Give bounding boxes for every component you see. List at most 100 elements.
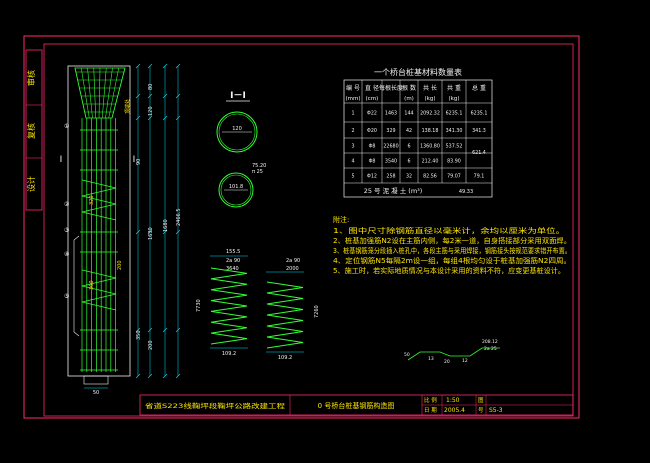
spiral-right: 2a 90 2000 7260 109.2 bbox=[266, 258, 320, 361]
table-cell: 212.40 bbox=[422, 159, 439, 165]
svg-text:12: 12 bbox=[462, 358, 468, 364]
dim-tick bbox=[147, 63, 153, 69]
table-cell: 42 bbox=[406, 128, 412, 134]
table-header-cell: 编 号 bbox=[346, 84, 360, 92]
flare-bar bbox=[108, 67, 120, 119]
note-item: 4、定位钢筋N5每隔2m设一组，每组4根均匀设于桩基加强筋N2四周。 bbox=[333, 256, 571, 265]
table-cell: Φ12 bbox=[367, 174, 377, 180]
svg-text:2000: 2000 bbox=[286, 266, 299, 272]
table-cell: 4 bbox=[351, 159, 354, 165]
dim-label: 90 bbox=[136, 159, 142, 165]
table-cell: 144 bbox=[404, 111, 413, 117]
dim-tick bbox=[135, 327, 141, 333]
scale-value: 1:50 bbox=[446, 397, 460, 404]
inner-dim: 320 bbox=[89, 195, 95, 205]
splice-bracket bbox=[73, 235, 80, 337]
table-header-cell: 总 重 bbox=[472, 84, 486, 92]
vertical-dimension-chain: 80 120 90 1630 1680 350 200 2466.5 bbox=[135, 63, 182, 379]
table-cell: 79.1 bbox=[474, 174, 485, 180]
callout-4: ④ bbox=[64, 251, 69, 258]
table-header-unit: (mm) bbox=[345, 96, 360, 102]
dim-tick bbox=[175, 327, 181, 333]
project-name: 省道S223线鞠坪段鞠坪公路改建工程 bbox=[145, 401, 286, 410]
table-header-unit: (kg) bbox=[425, 96, 436, 102]
table-header-unit: (kg) bbox=[449, 96, 460, 102]
pile-tip-dim-label: 50 bbox=[93, 390, 99, 396]
svg-text:7260: 7260 bbox=[314, 305, 320, 318]
table-header-cell: 共 长 bbox=[423, 84, 437, 92]
flare-bar bbox=[105, 67, 113, 119]
table-header-cell: 根 数 bbox=[402, 84, 416, 92]
flare-bar bbox=[111, 67, 126, 119]
dim-tick bbox=[147, 93, 153, 99]
section-core-inner bbox=[220, 174, 252, 206]
sidebar-label-design: 设计 bbox=[26, 176, 36, 192]
sidebar-strip bbox=[25, 49, 43, 211]
fig-value: S5-3 bbox=[489, 407, 503, 414]
table-cell: 2 bbox=[351, 128, 354, 134]
table-cell: Φ8 bbox=[369, 159, 376, 165]
svg-text:109.2: 109.2 bbox=[222, 351, 236, 357]
callout-5: ⑤ bbox=[64, 293, 69, 300]
dim-tick bbox=[147, 373, 153, 379]
cage-flare-bars bbox=[74, 67, 126, 119]
dim-label: 350 bbox=[136, 330, 142, 340]
section-ring-outer bbox=[216, 111, 258, 153]
fig-label: 图 bbox=[478, 396, 484, 404]
table-cell: 82.56 bbox=[423, 174, 437, 180]
sheet-outer-border bbox=[23, 35, 580, 419]
table-cell: 1 bbox=[351, 111, 354, 117]
table-cell: 22680 bbox=[383, 144, 398, 150]
dim-label: 1630 bbox=[148, 227, 154, 240]
table-cell: 5 bbox=[351, 174, 354, 180]
dim-tick bbox=[162, 327, 168, 333]
section-ring-inner bbox=[218, 113, 256, 151]
spiral-zigzag bbox=[210, 267, 248, 345]
dim-tick bbox=[147, 115, 153, 121]
svg-text:2a 25: 2a 25 bbox=[484, 346, 497, 352]
sidebar-label-review: 审核 bbox=[26, 70, 36, 86]
section-marker-left: I bbox=[60, 155, 63, 165]
table-header-unit: (m) bbox=[404, 96, 414, 102]
scale-label: 比 例 bbox=[424, 396, 437, 404]
svg-text:3640: 3640 bbox=[226, 266, 239, 272]
svg-text:13: 13 bbox=[428, 356, 434, 362]
table-cell: 341.3 bbox=[472, 128, 486, 134]
svg-text:20: 20 bbox=[444, 359, 450, 365]
spiral-left: 155.5 2a 90 3640 7730 109.2 bbox=[196, 249, 248, 357]
table-cell: 6 bbox=[407, 144, 410, 150]
flare-bar bbox=[80, 67, 90, 119]
table-cell: Φ22 bbox=[367, 111, 377, 117]
svg-text:7730: 7730 bbox=[196, 299, 202, 312]
callout-2: ② bbox=[64, 201, 70, 208]
dim-tick bbox=[135, 63, 141, 69]
dim-tick bbox=[162, 229, 168, 235]
spiral-zigzag bbox=[266, 281, 304, 349]
dim-label: 1680 bbox=[163, 219, 169, 232]
table-cell: Φ8 bbox=[369, 144, 376, 150]
section-core-dia: 101.8 bbox=[229, 184, 243, 190]
dim-tick bbox=[175, 229, 181, 235]
callout-1: ① bbox=[64, 123, 69, 130]
callout-3: ③ bbox=[64, 227, 69, 234]
table-header-cell: 每根长度 bbox=[379, 84, 403, 92]
cage-main-bars bbox=[81, 118, 116, 372]
dim-tick bbox=[175, 115, 181, 121]
section-view: I－I 120 75.20 π 25 101.8 bbox=[216, 91, 266, 208]
pile-cage-elevation: 50 I I 顶端处 ① ② ③ ④ ⑤ 320 360 200 bbox=[60, 65, 136, 396]
table-footer-value: 49.33 bbox=[459, 189, 473, 195]
table-header-cell: 共 重 bbox=[447, 84, 461, 92]
svg-text:50: 50 bbox=[404, 352, 410, 358]
section-marker-right: I bbox=[133, 155, 136, 165]
dim-tick bbox=[162, 63, 168, 69]
drawing-name: 0 号桥台桩基钢筋构造图 bbox=[318, 401, 395, 410]
table-cell: 341.30 bbox=[446, 128, 463, 134]
svg-text:2a 90: 2a 90 bbox=[286, 258, 300, 264]
dim-tick bbox=[175, 373, 181, 379]
section-ring-dia: 120 bbox=[232, 126, 242, 132]
table-cell: 32 bbox=[406, 174, 412, 180]
svg-text:155.5: 155.5 bbox=[226, 249, 240, 255]
table-cell: 1360.80 bbox=[420, 144, 440, 150]
dim-label: 120 bbox=[148, 106, 154, 116]
